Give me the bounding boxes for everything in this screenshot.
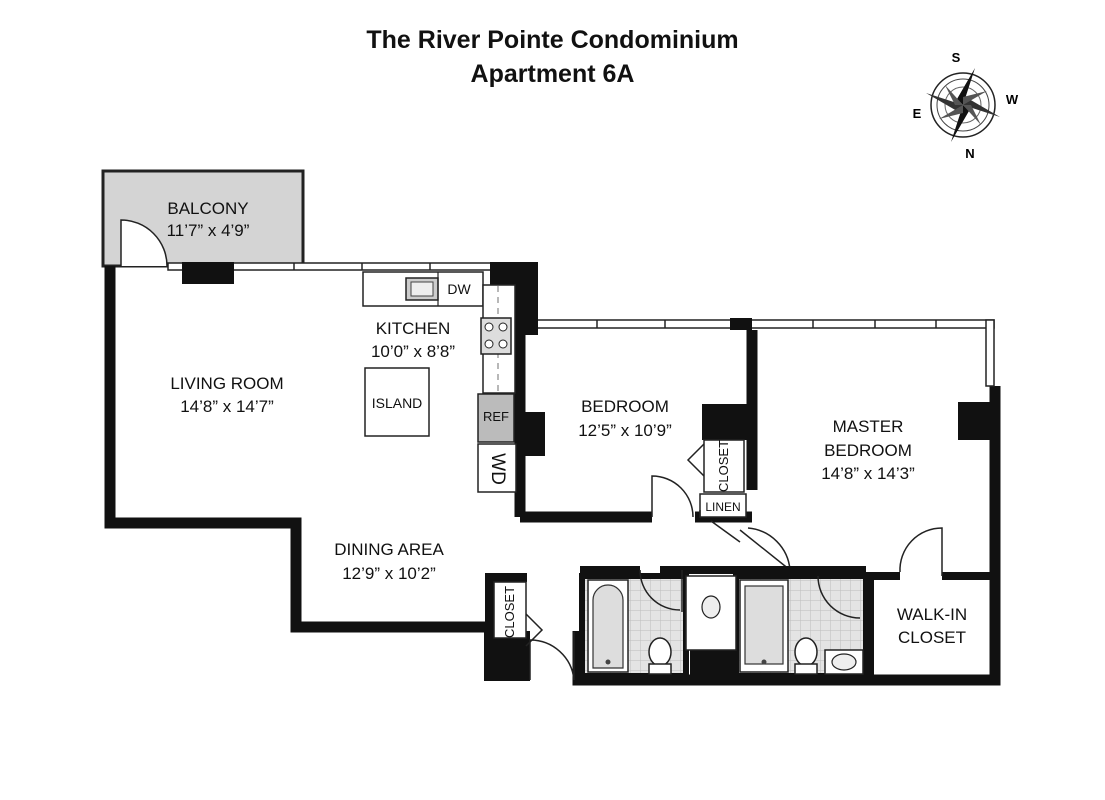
refrigerator-icon <box>477 393 515 443</box>
compass-south-label: S <box>952 50 961 65</box>
walk-in-closet-label-1: WALK-IN <box>896 605 968 624</box>
sink-icon-2 <box>824 649 864 675</box>
refrigerator-label: REF <box>483 409 509 424</box>
toilet-icon <box>648 637 672 675</box>
balcony-door <box>120 219 168 267</box>
linen-closet <box>699 493 747 518</box>
compass-north-label: N <box>965 146 974 161</box>
master-bedroom-label-1: MASTER <box>832 417 904 436</box>
bedroom-closet-label: CLOSET <box>716 439 731 493</box>
linen-closet-label: LINEN <box>705 500 741 514</box>
entry-door <box>529 639 575 681</box>
balcony-size: 11’7” x 4’9” <box>166 221 250 240</box>
compass-west-label: W <box>1006 92 1019 107</box>
bath-door <box>747 527 791 571</box>
bathtub-icon <box>587 579 629 673</box>
bedroom-closet-outline <box>686 439 745 493</box>
balcony-label: BALCONY <box>167 199 249 218</box>
toilet-icon-2 <box>794 637 818 675</box>
dishwasher-label: DW <box>447 281 471 297</box>
dining-area-size: 12’9” x 10’2” <box>342 564 436 583</box>
walkin-walls <box>866 572 998 680</box>
sink-basin-icon <box>410 281 434 297</box>
master-bedroom-size: 14’8” x 14’3” <box>821 464 915 483</box>
walkin-closet-door <box>899 527 943 576</box>
entry-closet <box>493 581 527 639</box>
kitchen-label: KITCHEN <box>375 319 451 338</box>
compass-east-label: E <box>913 106 922 121</box>
kitchen-size: 10’0” x 8’8” <box>370 342 456 361</box>
plan-title: The River Pointe Condominium <box>366 26 739 54</box>
washer-dryer-icon <box>477 443 517 493</box>
bedroom-door <box>651 475 694 518</box>
bedroom-size: 12’5” x 10’9” <box>578 421 672 440</box>
cooktop-icon <box>480 317 512 355</box>
living-room-size: 14’8” x 14’7” <box>180 397 274 416</box>
windows-top <box>167 262 995 387</box>
walk-in-closet-label-2: CLOSET <box>897 628 967 647</box>
island-label: ISLAND <box>371 395 423 411</box>
bedroom-label: BEDROOM <box>581 397 669 416</box>
washer-dryer-label: WD <box>487 453 508 485</box>
structural-columns <box>182 262 998 682</box>
master-bedroom-label-2: BEDROOM <box>824 441 912 460</box>
shower-tub-icon <box>739 579 789 673</box>
entry-closet-label: CLOSET <box>502 585 517 639</box>
living-room-label: LIVING ROOM <box>170 374 284 393</box>
sink-icon <box>701 595 721 619</box>
dining-area-label: DINING AREA <box>334 540 444 559</box>
compass-rose-icon <box>926 68 1000 142</box>
kitchen-island <box>364 367 430 437</box>
plan-subtitle: Apartment 6A <box>470 60 635 88</box>
